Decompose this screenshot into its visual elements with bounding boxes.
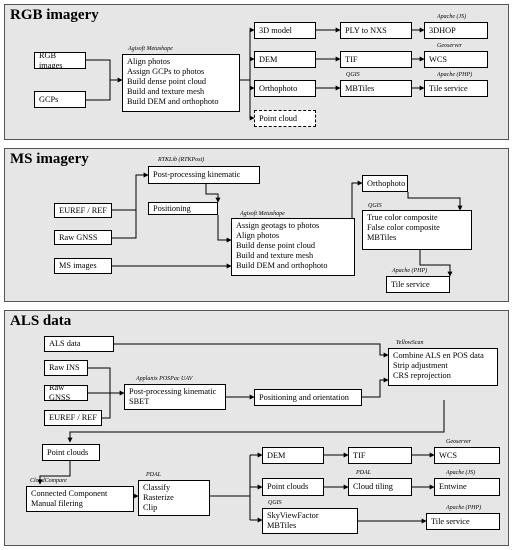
- ms-positioning-to-process: [217, 215, 232, 243]
- rgb-ortho-box: Orthophoto: [254, 80, 316, 97]
- ms-euref-box: EUREF / REF: [54, 203, 112, 218]
- ms-metashape-tag: Agisoft Metashape: [240, 211, 285, 217]
- ms-positioning-box: Positioning: [148, 202, 218, 215]
- rgb-qgis-tag: QGIS: [346, 72, 360, 78]
- ms-tileservice-box: Tile service: [386, 276, 450, 293]
- ms-ppk-box: Post-processing kinematic: [148, 166, 260, 184]
- als-entwine-box: Entwine: [434, 478, 500, 496]
- als-qgis-tag: QGIS: [268, 500, 282, 506]
- rgb-ply-box: PLY to NXS: [340, 22, 412, 39]
- rgb-tif-box: TIF: [340, 51, 412, 68]
- ms-rtklib-tag: RTKLib (RTKPost): [158, 157, 205, 163]
- als-pdal2-tag: PDAL: [356, 470, 371, 476]
- als-classify-box: Classify Rasterize Clip: [138, 480, 210, 516]
- als-data-to-combine: [114, 343, 389, 358]
- als-tileservice-box: Tile service: [426, 513, 500, 530]
- rgb-title: RGB imagery: [10, 7, 99, 23]
- als-applanix-tag: Applanix POSPac UAV: [136, 376, 193, 382]
- als-ins-box: Raw INS: [44, 360, 88, 376]
- ms-qgis-tag: QGIS: [368, 203, 382, 209]
- als-euref-box: EUREF / REF: [44, 410, 102, 426]
- ms-title: MS imagery: [10, 151, 89, 167]
- rgb-3dmodel-box: 3D model: [254, 22, 316, 39]
- rgb-metashape-tag: Agisoft Metashape: [128, 46, 173, 52]
- als-pos-to-combine: [362, 377, 389, 398]
- als-pointclouds-box: Point clouds: [42, 444, 100, 461]
- rgb-mbtiles-box: MBTiles: [340, 80, 412, 97]
- als-title: ALS data: [10, 313, 72, 329]
- als-pdal-tag: PDAL: [146, 472, 161, 478]
- als-connected-box: Connected Component Manual filering: [26, 486, 134, 512]
- als-data-box: ALS data: [44, 336, 114, 352]
- als-skyview-box: SkyViewFactor MBTiles: [262, 508, 358, 534]
- als-pointclouds-to-connected: [37, 461, 71, 485]
- als-tif-box: TIF: [348, 447, 412, 464]
- ms-ortho-box: Orthophoto: [362, 175, 408, 192]
- als-pointclouds2-box: Point clouds: [262, 478, 324, 496]
- rgb-apache-php-tag: Apache (PHP): [437, 72, 473, 78]
- als-wcs-box: WCS: [434, 447, 500, 464]
- rgb-inputs-to-process: [86, 59, 111, 101]
- rgb-apache-js-tag: Apache (JS): [437, 14, 467, 20]
- ms-gnss-box: Raw GNSS: [54, 230, 112, 245]
- als-yellowscan-tag: YellowScan: [396, 340, 424, 346]
- ms-composite-box: True color composite False color composi…: [362, 210, 472, 250]
- gcps-box: GCPs: [34, 91, 86, 108]
- ms-composite-to-tileservice: [419, 250, 453, 277]
- als-apache-php-tag: Apache (PHP): [446, 505, 482, 511]
- rgb-dem-box: DEM: [254, 51, 316, 68]
- als-combine-to-pointclouds: [67, 400, 445, 443]
- ms-images-box: MS images: [54, 258, 112, 274]
- ms-ppk-to-positioning: [205, 184, 221, 203]
- als-apache-js-tag: Apache (JS): [446, 470, 476, 476]
- als-dem-box: DEM: [262, 447, 324, 464]
- rgb-images-box: RGB images: [34, 52, 86, 69]
- ms-gnss-to-ppk: [112, 210, 137, 239]
- rgb-geoserver-tag: Geoserver: [437, 43, 462, 49]
- als-cloudcompare-tag: CloudCompare: [30, 478, 67, 484]
- ms-euref-to-ppk: [112, 172, 149, 211]
- ms-process-box: Assign geotags to photos Align photos Bu…: [231, 218, 355, 276]
- als-gnss-box: Raw GNSS: [44, 385, 88, 401]
- rgb-process-box: Align photos Assign GCPs to photos Build…: [122, 54, 240, 112]
- als-cloudtiling-box: Cloud tiling: [348, 478, 412, 496]
- rgb-3dhop-box: 3DHOP: [424, 22, 488, 39]
- als-geoserver-tag: Geoserver: [446, 439, 471, 445]
- als-pos-box: Positioning and orientation: [254, 389, 362, 406]
- rgb-wcs-box: WCS: [424, 51, 488, 68]
- rgb-pointcloud-box: Point cloud: [254, 110, 316, 127]
- als-combine-box: Combine ALS en POS data Strip adjustment…: [388, 348, 498, 386]
- rgb-tileservice-box: Tile service: [424, 80, 488, 97]
- als-ppk-box: Post-processing kinematic SBET: [124, 384, 226, 410]
- ms-apache-php-tag: Apache (PHP): [392, 268, 428, 274]
- ms-ortho-to-composite: [407, 192, 463, 211]
